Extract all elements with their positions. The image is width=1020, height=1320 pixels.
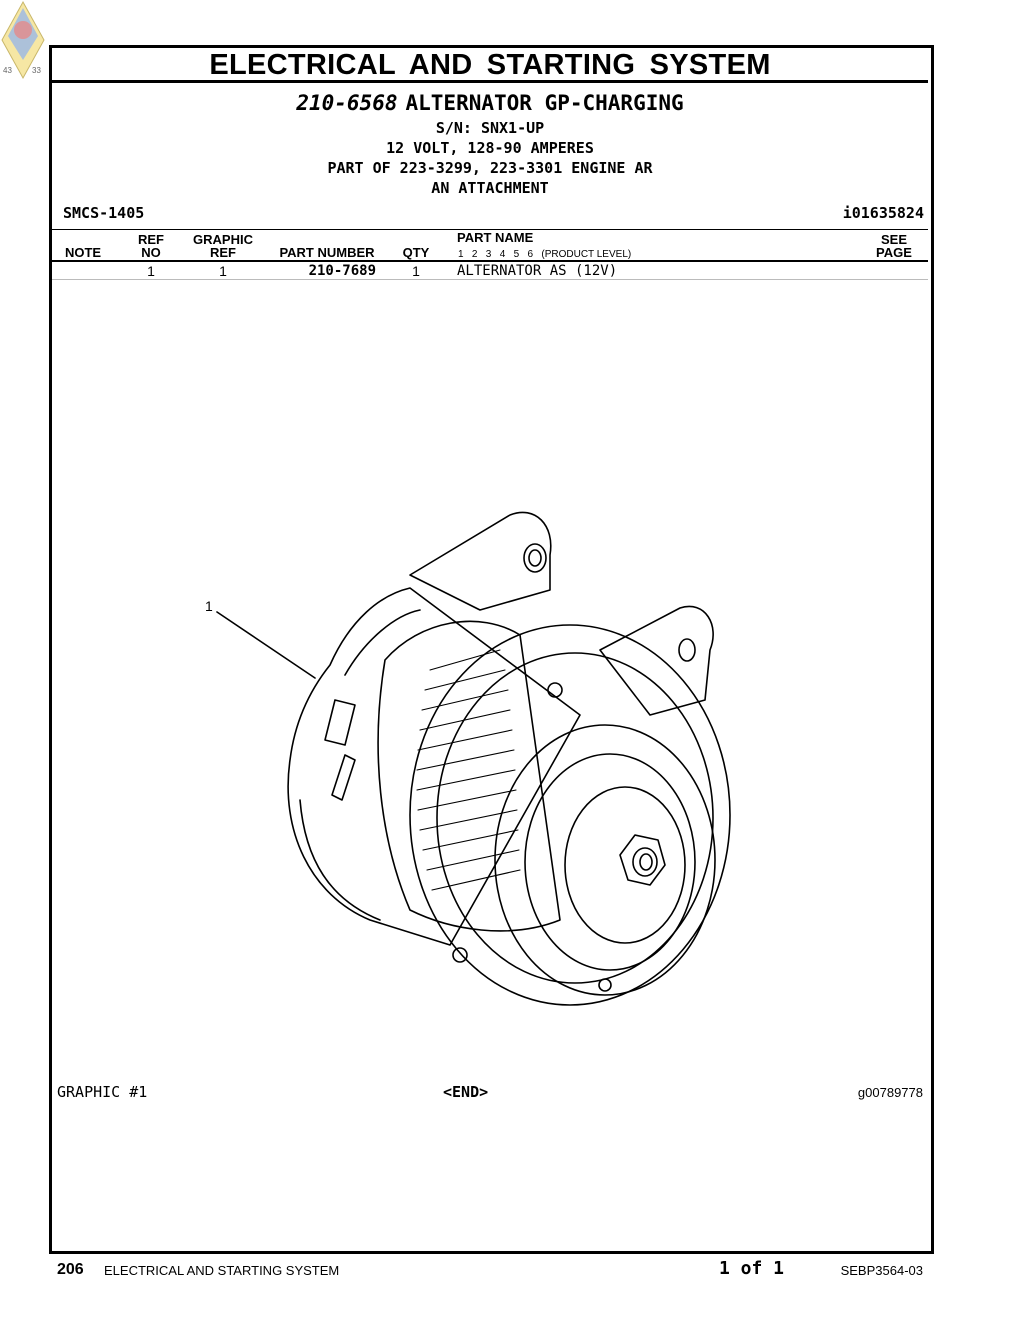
rating-line: 12 VOLT, 128-90 AMPERES (386, 139, 594, 157)
column-ref-bottom: NO (141, 245, 161, 260)
table-header-rule (52, 260, 928, 262)
row-part-number[interactable]: 210-7689 (308, 263, 376, 279)
row-part-name: ALTERNATOR AS (12V) (457, 263, 618, 279)
alternator-drawing-icon (216, 511, 731, 1006)
group-number: 210-6568 (296, 91, 398, 115)
footer-section-name: ELECTRICAL AND STARTING SYSTEM (104, 1263, 340, 1278)
column-ref-top: REF (138, 232, 164, 247)
page-of-count: 1 of 1 (719, 1258, 785, 1279)
column-part-name: PART NAME (457, 230, 534, 245)
graphic-id: g00789778 (857, 1085, 923, 1100)
document-id: i01635824 (842, 204, 924, 222)
column-see-bottom: PAGE (876, 245, 912, 260)
publisher-logo-icon: 43 33 (1, 0, 45, 80)
smcs-code: SMCS-1405 (63, 204, 145, 222)
column-see-top: SEE (880, 232, 907, 247)
column-qty: QTY (402, 245, 430, 260)
column-part-number: PART NUMBER (279, 245, 375, 260)
column-product-levels: 1 2 3 4 5 6 (PRODUCT LEVEL) (458, 249, 632, 260)
logo-number-left: 43 (3, 66, 12, 75)
section-title: ELECTRICAL AND STARTING SYSTEM (52, 47, 928, 83)
column-graphic-bottom: REF (210, 245, 236, 260)
row-graphic-ref: 1 (219, 263, 227, 279)
page-number: 206 (57, 1261, 84, 1278)
table-row-rule (52, 279, 928, 280)
table-top-rule (52, 229, 928, 230)
graphic-label: GRAPHIC #1 (57, 1083, 148, 1101)
logo-number-right: 33 (32, 66, 41, 75)
attachment-line: AN ATTACHMENT (431, 179, 549, 197)
end-marker: <END> (443, 1083, 489, 1101)
group-name: ALTERNATOR GP-CHARGING (405, 91, 684, 115)
column-graphic-top: GRAPHIC (193, 232, 253, 247)
row-ref-no: 1 (147, 263, 155, 279)
column-note: NOTE (64, 245, 102, 260)
row-qty: 1 (412, 263, 420, 279)
callout-number: 1 (205, 598, 213, 614)
page-frame (49, 45, 934, 1254)
group-title: 210-6568 ALTERNATOR GP-CHARGING (52, 88, 928, 118)
part-of-line: PART OF 223-3299, 223-3301 ENGINE AR (327, 159, 653, 177)
serial-number-line: S/N: SNX1-UP (435, 119, 545, 137)
publication-number: SEBP3564-03 (840, 1263, 923, 1278)
